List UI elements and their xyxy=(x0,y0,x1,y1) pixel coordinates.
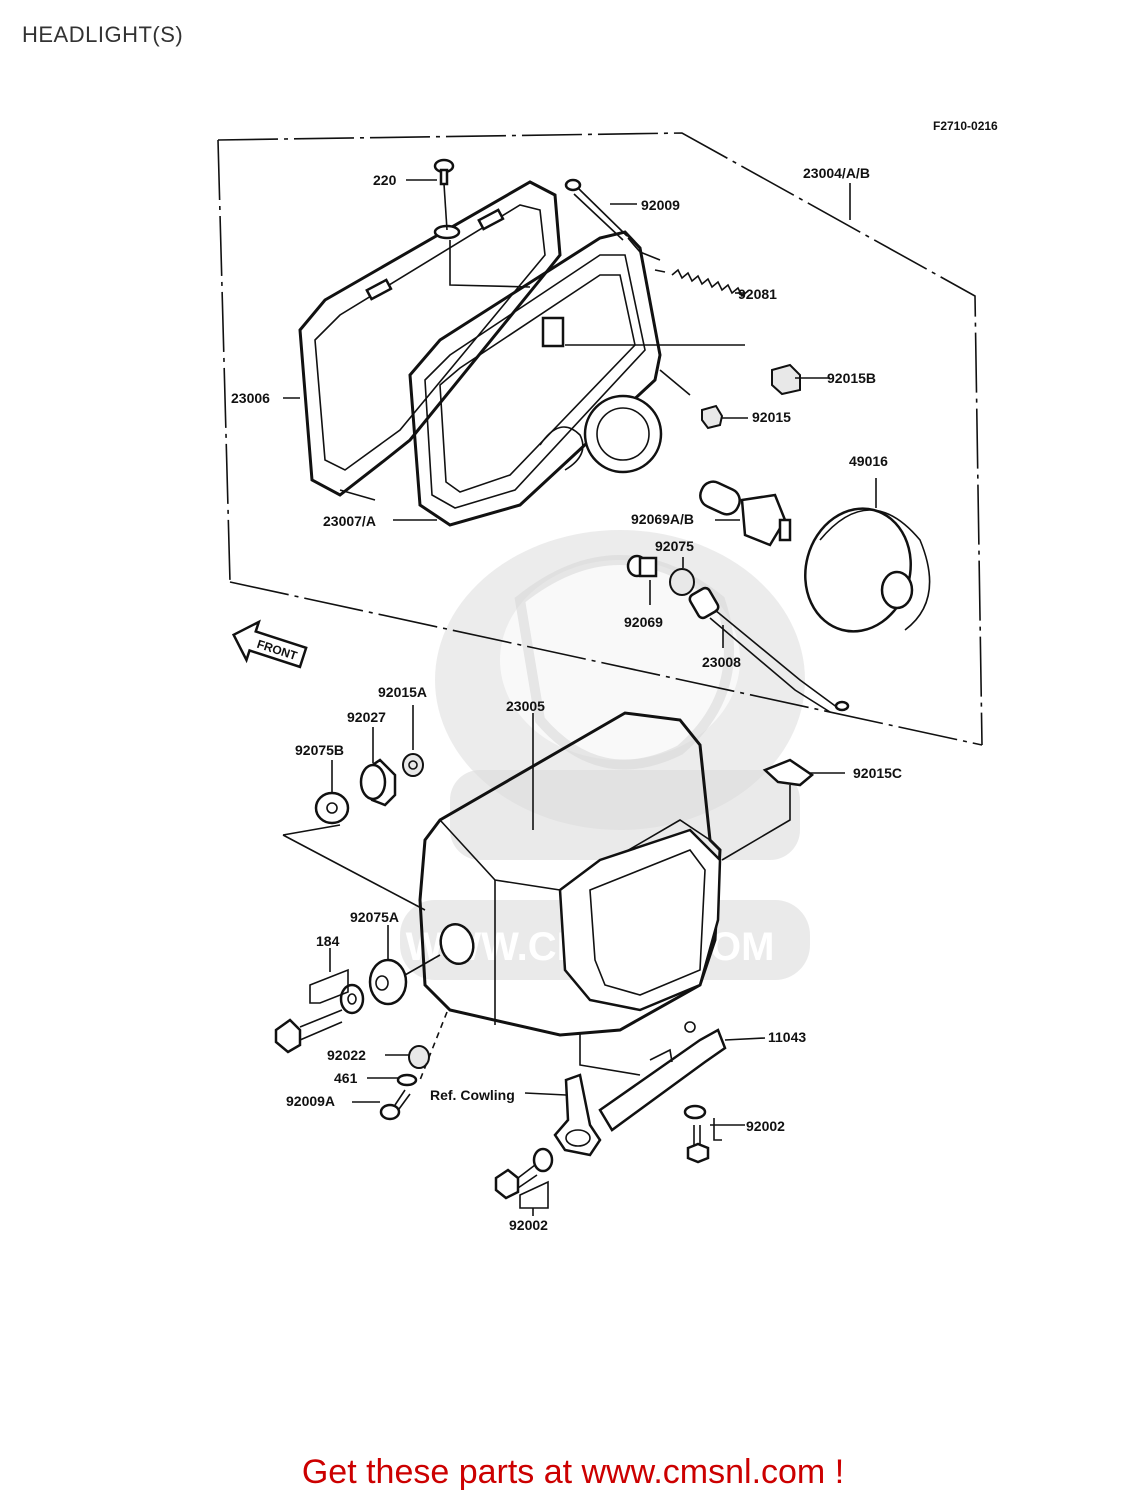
label-23008: 23008 xyxy=(702,654,741,670)
headlight-unit xyxy=(408,230,691,527)
label-92081: 92081 xyxy=(738,286,777,302)
dust-cover-49016 xyxy=(804,478,931,633)
label-92075A: 92075A xyxy=(350,909,399,925)
label-461: 461 xyxy=(334,1070,358,1086)
spring-92081 xyxy=(565,268,749,346)
washer-92075B xyxy=(282,760,426,911)
pilot-bulb-92069 xyxy=(626,554,658,605)
clamp-92022 xyxy=(385,1011,448,1081)
screw-92009A xyxy=(352,1089,411,1121)
bolt-184 xyxy=(274,948,349,1054)
label-92015A: 92015A xyxy=(378,684,427,700)
label-92075: 92075 xyxy=(655,538,694,554)
label-92009: 92009 xyxy=(641,197,680,213)
grommet-92027 xyxy=(359,727,397,807)
bulb-92069AB xyxy=(699,480,792,547)
label-92002-right: 92002 xyxy=(746,1118,785,1134)
figure-code: F2710-0216 xyxy=(933,119,998,133)
socket-92075 xyxy=(669,557,695,596)
label-92015C: 92015C xyxy=(853,765,902,781)
label-92009A: 92009A xyxy=(286,1093,335,1109)
screw-92009 xyxy=(564,178,661,261)
page-title: HEADLIGHT(S) xyxy=(22,22,184,47)
grommet-92075A xyxy=(368,925,441,1006)
bolt-92002-bottom xyxy=(494,1164,549,1216)
washer-184 xyxy=(339,983,365,1015)
front-direction-arrow: FRONT xyxy=(231,619,308,669)
label-23006: 23006 xyxy=(231,390,270,406)
label-92075B: 92075B xyxy=(295,742,344,758)
harness-23008 xyxy=(688,586,850,713)
nut-92015B xyxy=(771,363,830,396)
label-23005: 23005 xyxy=(506,698,545,714)
label-92022: 92022 xyxy=(327,1047,366,1063)
nut-92015A xyxy=(402,705,424,777)
label-220: 220 xyxy=(373,172,397,188)
label-92069AB: 92069A/B xyxy=(631,511,694,527)
washer-461 xyxy=(367,1073,418,1087)
label-92015B: 92015B xyxy=(827,370,876,386)
screw-220 xyxy=(433,158,531,288)
bolt-92002-right xyxy=(686,1118,745,1164)
bracket-11043 xyxy=(579,1021,766,1132)
label-92069: 92069 xyxy=(624,614,663,630)
label-49016: 49016 xyxy=(849,453,888,469)
label-92015: 92015 xyxy=(752,409,791,425)
label-184: 184 xyxy=(316,933,340,949)
label-92002-bottom: 92002 xyxy=(509,1217,548,1233)
label-11043: 11043 xyxy=(768,1029,806,1045)
leader-lines xyxy=(283,179,851,521)
upper-assembly-boundary xyxy=(217,132,983,746)
label-23004AB: 23004/A/B xyxy=(803,165,870,181)
nut-92015 xyxy=(701,404,748,430)
washer-92002-right xyxy=(683,1104,707,1120)
cowling-stay xyxy=(524,1073,602,1157)
headlight-housing xyxy=(418,711,722,1037)
part-labels: F2710-0216 220 92009 23004/A/B 92081 920… xyxy=(231,119,998,1233)
label-ref-cowling: Ref. Cowling xyxy=(430,1087,515,1103)
label-92027: 92027 xyxy=(347,709,386,725)
promo-link-text[interactable]: Get these parts at www.cmsnl.com ! xyxy=(301,1453,845,1491)
washer-92002-bottom xyxy=(532,1147,554,1173)
label-23007A: 23007/A xyxy=(323,513,376,529)
clip-92015C xyxy=(721,758,845,861)
